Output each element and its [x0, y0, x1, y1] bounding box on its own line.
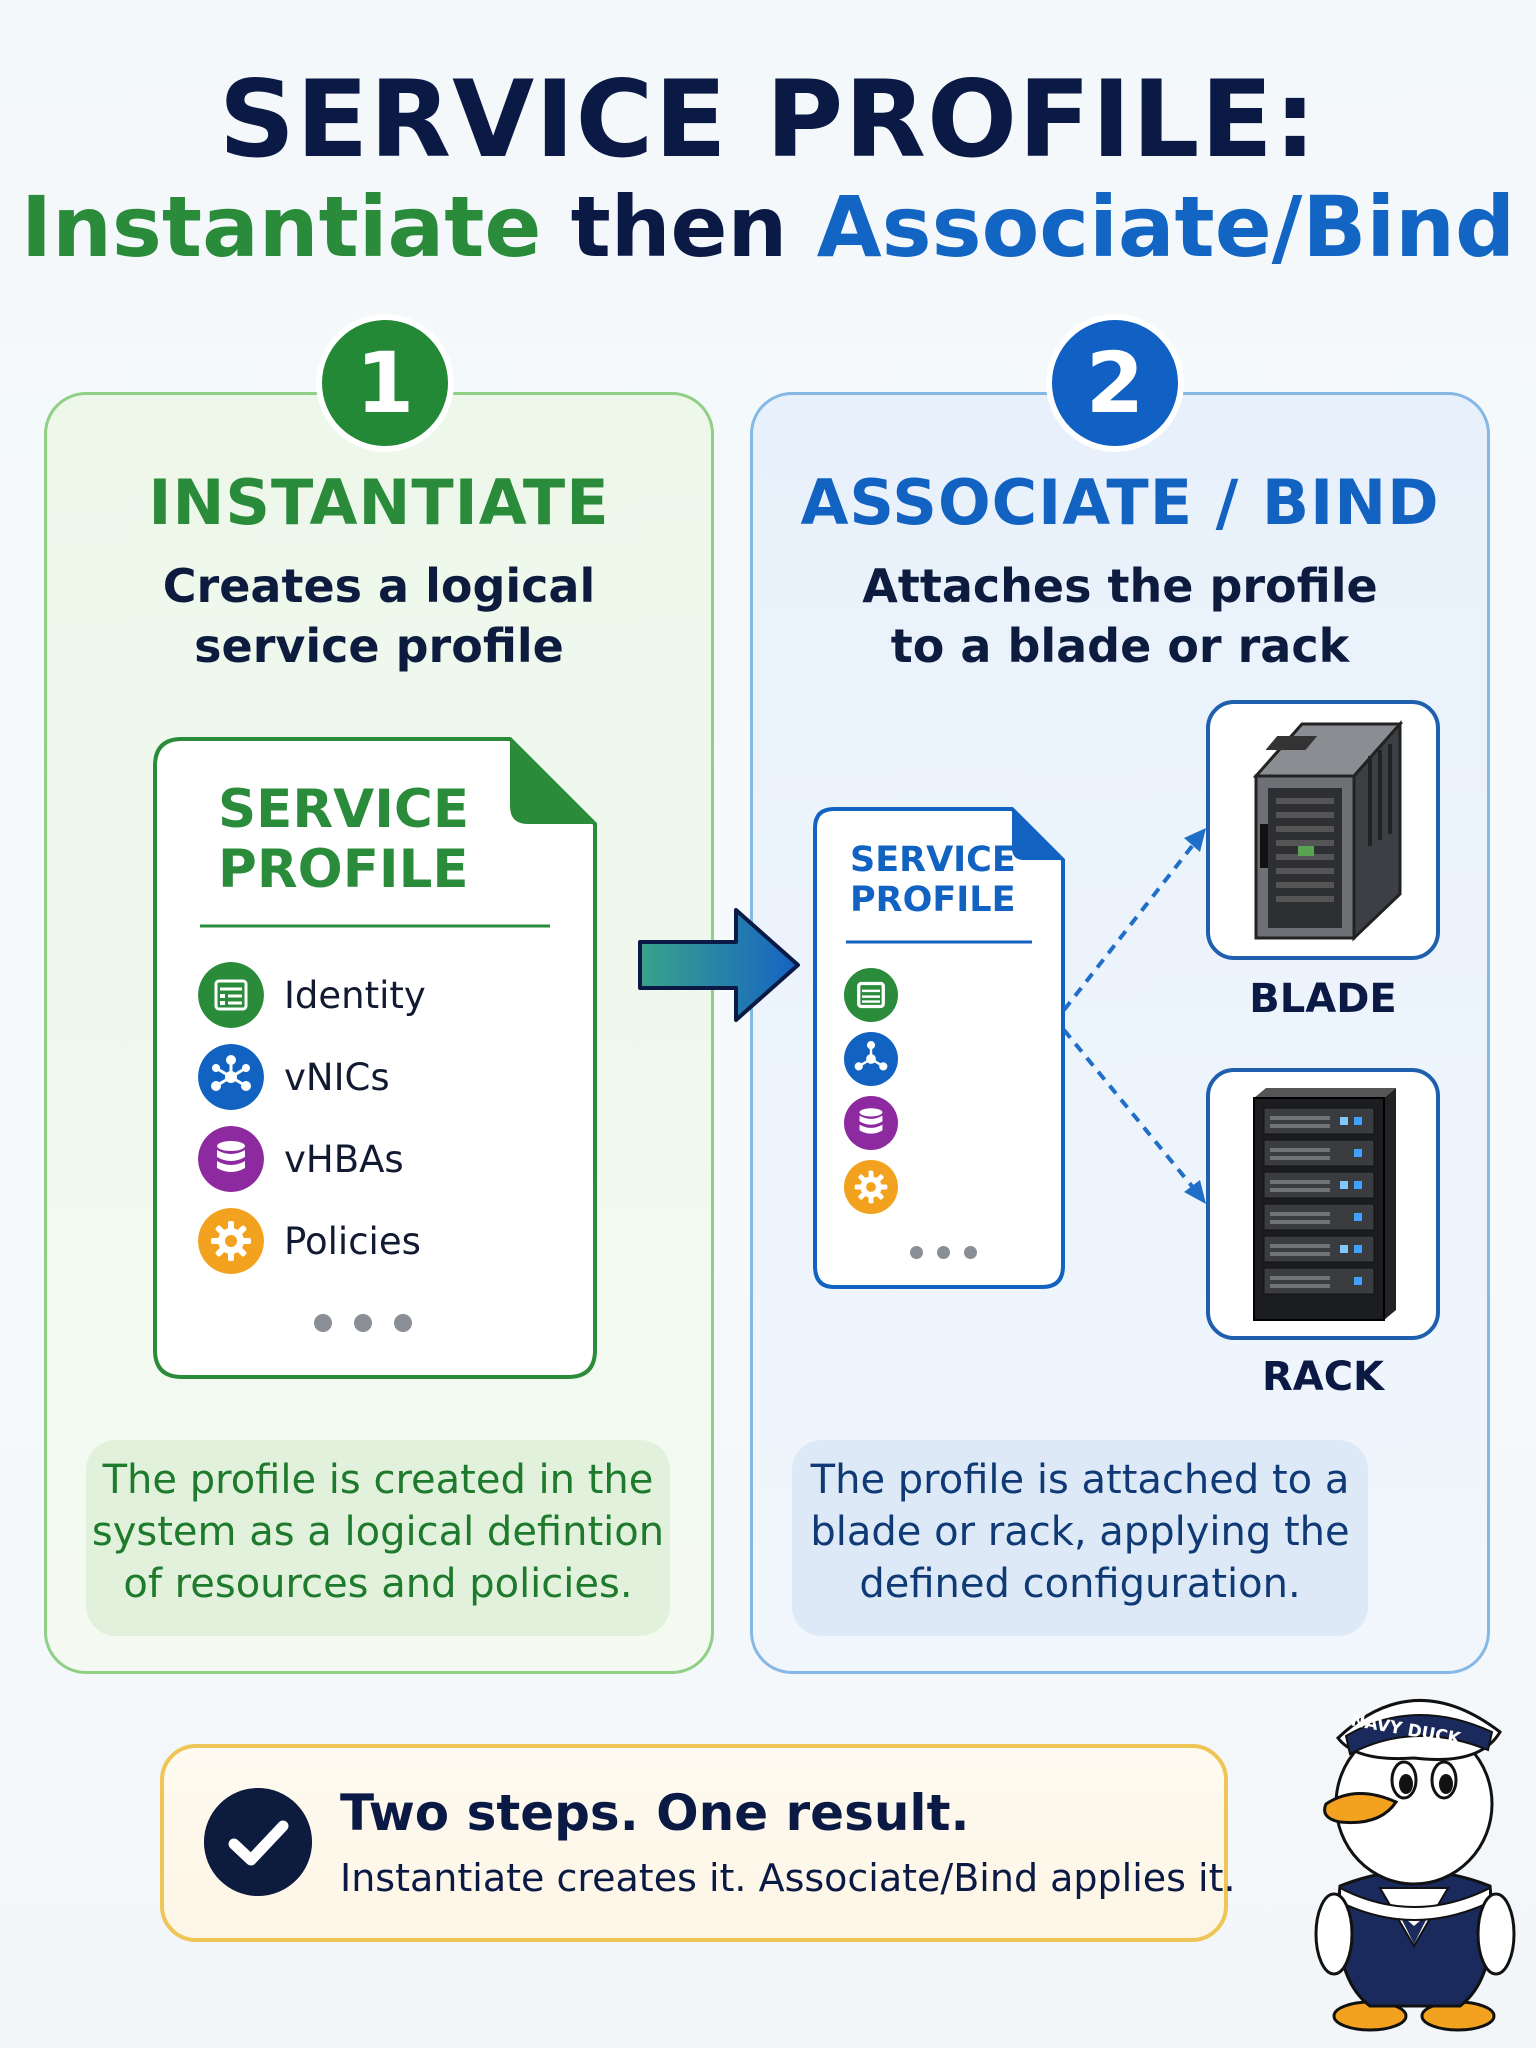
storage-icon [198, 1126, 264, 1192]
service-profile-title-line1: SERVICE [218, 779, 470, 840]
associate-note-line1: The profile is attached to a [810, 1457, 1350, 1503]
small-storage-icon [844, 1096, 898, 1150]
more-items-ellipsis [314, 1314, 434, 1336]
summary-banner [160, 1744, 1228, 1942]
service-profile-document [153, 737, 597, 1379]
associate-subtitle: Attaches the profile to a blade or rack [830, 556, 1410, 676]
vhbas-row: vHBAs [198, 1126, 528, 1196]
small-network-icon [844, 1032, 898, 1086]
blade-server-icon [1252, 720, 1404, 942]
instantiate-heading: INSTANTIATE [148, 466, 610, 539]
associate-subtitle-line2: to a blade or rack [890, 619, 1350, 673]
blade-label: BLADE [1249, 976, 1397, 1022]
network-icon [198, 1044, 264, 1110]
instantiate-note-line1: The profile is created in the [102, 1457, 654, 1503]
associate-note-line3: defined configuration. [859, 1561, 1301, 1607]
small-more-ellipsis [910, 1244, 991, 1263]
service-profile-title-line2: PROFILE [218, 839, 469, 900]
associate-note: The profile is attached to a blade or ra… [792, 1440, 1368, 1636]
subtitle-instantiate: Instantiate [20, 178, 542, 276]
arrow-right-icon [638, 908, 800, 1022]
policies-label: Policies [284, 1220, 421, 1263]
associate-heading: ASSOCIATE / BIND [800, 466, 1440, 539]
instantiate-note-line2: system as a logical defintion [91, 1509, 665, 1555]
small-service-profile-title-line1: SERVICE [850, 840, 1016, 880]
identity-label: Identity [284, 974, 426, 1017]
vhbas-label: vHBAs [284, 1138, 404, 1181]
rack-server-icon [1253, 1088, 1396, 1321]
step-2-badge: 2 [1046, 314, 1184, 452]
small-service-profile-title-line2: PROFILE [850, 880, 1016, 920]
instantiate-subtitle-line2: service profile [194, 619, 564, 673]
identity-icon [198, 962, 264, 1028]
associate-note-line2: blade or rack, applying the [810, 1509, 1350, 1555]
policies-row: Policies [198, 1208, 528, 1278]
main-title: SERVICE PROFILE: [218, 58, 1318, 181]
rack-label: RACK [1261, 1354, 1385, 1400]
associate-subtitle-line1: Attaches the profile [862, 559, 1378, 613]
vnics-row: vNICs [198, 1044, 528, 1114]
subtitle-associate: Associate/Bind [816, 178, 1516, 276]
small-gear-icon [844, 1160, 898, 1214]
small-identity-icon [844, 968, 898, 1022]
navy-duck-mascot [1314, 1698, 1516, 2032]
service-profile-title: SERVICE PROFILE [218, 780, 518, 900]
identity-row: Identity [198, 962, 528, 1032]
step-1-badge: 1 [316, 314, 454, 452]
instantiate-subtitle: Creates a logical service profile [94, 556, 664, 676]
instantiate-note-line3: of resources and policies. [123, 1561, 633, 1607]
instantiate-note: The profile is created in the system as … [86, 1440, 670, 1636]
instantiate-subtitle-line1: Creates a logical [162, 559, 596, 613]
dashed-connector-arrows [1062, 828, 1206, 1204]
summary-title: Two steps. One result. [340, 1784, 970, 1842]
gear-icon [198, 1208, 264, 1274]
vnics-label: vNICs [284, 1056, 390, 1099]
subtitle-then: then [570, 178, 788, 276]
small-service-profile-title: SERVICE PROFILE [850, 840, 1030, 920]
summary-text: Instantiate creates it. Associate/Bind a… [340, 1856, 1236, 1900]
checkmark-icon [204, 1788, 312, 1896]
subtitle: Instantiate then Associate/Bind [0, 178, 1536, 276]
